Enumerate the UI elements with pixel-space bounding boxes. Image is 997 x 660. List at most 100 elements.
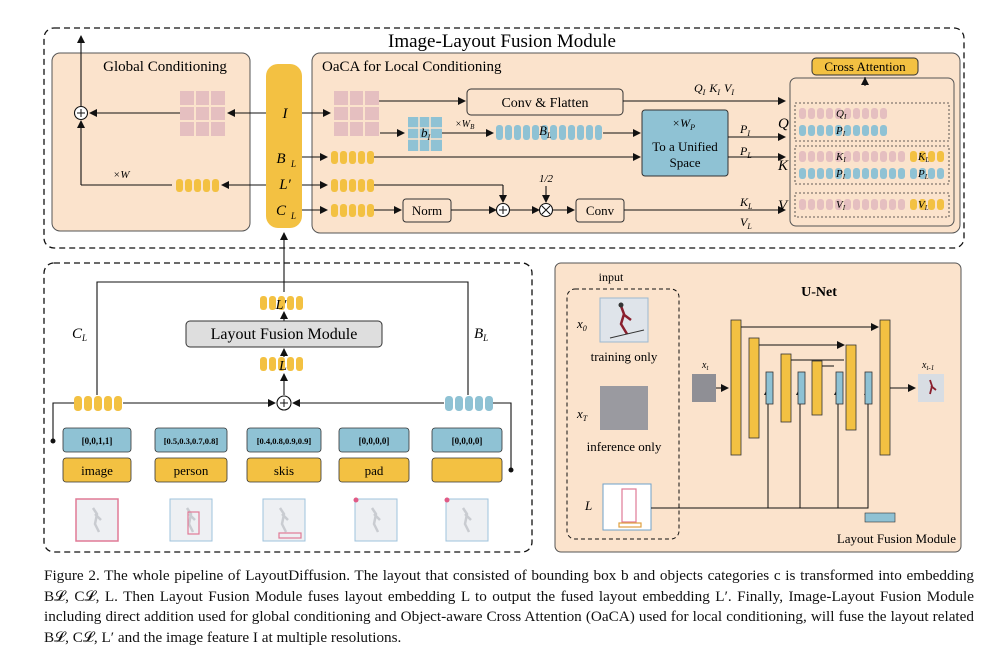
cross-attention-label: Cross Attention: [824, 59, 906, 74]
unified-space-box: [641, 109, 729, 177]
thumb-image: [75, 498, 119, 542]
L-layout-image: [602, 483, 652, 531]
svg-text:[0,0,0,0]: [0,0,0,0]: [359, 436, 390, 446]
norm-label: Norm: [412, 203, 442, 218]
Lprime-embedding-pills: [331, 179, 374, 192]
times-wp-label: ×WP: [672, 116, 695, 132]
q-group: [794, 102, 950, 142]
svg-text:[0.5,0.3,0.7,0.8]: [0.5,0.3,0.7,0.8]: [164, 436, 219, 446]
svg-text:PI: PI: [835, 125, 846, 138]
conv-label: Conv: [586, 203, 615, 218]
col-C: C: [276, 203, 287, 219]
svg-text:VI: VI: [836, 199, 846, 212]
k-blue-pills: [799, 168, 944, 179]
VL-label: VL: [740, 215, 752, 231]
qi-label: Q: [694, 81, 703, 95]
PL-label: PL: [739, 144, 752, 160]
bI-label: bI: [421, 125, 431, 142]
thumb-pad-1: [353, 497, 398, 542]
blue-pills-row: [496, 125, 602, 140]
thumb-person: [169, 498, 213, 542]
legend-label: Layout Fusion Module: [837, 531, 956, 546]
L-input-label: L: [584, 498, 592, 513]
unet-title: U-Net: [801, 285, 837, 300]
category-item-1: [62, 457, 132, 483]
xt1-image: [918, 374, 944, 402]
x0-image: [599, 297, 649, 343]
layout-encoding-frame: [43, 262, 533, 553]
B-pills-bottom: [445, 396, 493, 411]
times-wb-label: ×WB: [455, 119, 475, 131]
global-conditioning-title: Global Conditioning: [103, 59, 227, 75]
condition-column: [266, 64, 302, 228]
inference-only-label: inference only: [587, 439, 662, 454]
V-label: V: [778, 198, 789, 214]
unet-blocks: [730, 319, 891, 456]
BL-label-bottom: BL: [474, 326, 488, 343]
BL-label: BL: [539, 123, 552, 140]
svg-text:image: image: [81, 463, 113, 478]
Lprime-label-bottom: L′: [275, 298, 288, 313]
xT-noise-image: [600, 386, 648, 430]
svg-text:pad: pad: [365, 463, 384, 478]
layout-fusion-module-box: [185, 320, 383, 348]
xt1-label: xt-1: [921, 360, 934, 372]
conv-flatten-label: Conv & Flatten: [501, 96, 588, 111]
xT-label: xT: [576, 406, 588, 423]
col-B-sub: L: [290, 159, 296, 169]
thumb-pad-2: [444, 497, 489, 542]
q-pink-pills: [799, 108, 887, 119]
Q-label: Q: [778, 116, 789, 132]
xt-image: [692, 374, 716, 402]
bbox-item-2: [154, 427, 228, 453]
layout-items: [0,0,1,1] image [0.5,0.3,0.7,0.8] person…: [62, 427, 503, 483]
unified-line2: Space: [669, 155, 700, 170]
C-embedding-pills: [331, 204, 374, 217]
svg-text:[0.4,0.8,0.9,0.9]: [0.4,0.8,0.9,0.9]: [257, 436, 312, 446]
L-label-bottom: L: [278, 359, 287, 374]
category-item-5: [431, 457, 503, 483]
CL-label: CL: [72, 326, 87, 343]
B-embedding-pills: [331, 151, 374, 164]
svg-text:PI: PI: [835, 168, 846, 181]
conv-flatten-box: [466, 88, 624, 116]
fusion-module-frame: [43, 27, 965, 249]
v-pink-pills: [799, 199, 905, 210]
k-group: [794, 145, 950, 185]
unified-line1: To a Unified: [652, 139, 718, 154]
training-only-label: training only: [591, 349, 658, 364]
thumb-skis: [262, 498, 306, 542]
C-pills-bottom: [74, 396, 122, 411]
v-gold-pills: [910, 199, 944, 210]
KL-label: KL: [739, 195, 753, 211]
Lprime-pills-bottom: [260, 296, 303, 310]
xt-label: xt: [701, 360, 709, 372]
input-label: input: [599, 270, 624, 284]
cross-attention-header: [811, 57, 919, 76]
bbox-item-1: [62, 427, 132, 453]
v-group: [794, 192, 950, 218]
x0-label: x0: [576, 316, 587, 333]
half-label: 1/2: [539, 173, 554, 185]
col-Lprime: L′: [278, 177, 291, 193]
svg-text:VL: VL: [918, 199, 929, 212]
category-item-2: [154, 457, 228, 483]
bbox-item-4: [338, 427, 410, 453]
fusion-module-title: Image-Layout Fusion Module: [388, 31, 616, 52]
PI-label: PI: [739, 122, 750, 138]
layout-fusion-module-label: Layout Fusion Module: [211, 326, 358, 343]
svg-text:KL: KL: [917, 151, 929, 164]
pipeline-figure: Image-Layout Fusion Module Global Condit…: [43, 27, 965, 553]
input-group: [566, 288, 680, 540]
times-w-label: ×W: [113, 169, 130, 181]
category-item-3: [246, 457, 322, 483]
svg-text:[0,0,1,1]: [0,0,1,1]: [82, 436, 113, 446]
col-I: I: [282, 106, 289, 122]
global-image-feature-grid: [180, 91, 225, 136]
K-label: K: [777, 158, 789, 174]
bbox-item-5: [431, 427, 503, 453]
svg-text:PL: PL: [917, 168, 929, 181]
local-image-feature-grid: [334, 91, 379, 136]
svg-text:QI: QI: [836, 108, 847, 121]
